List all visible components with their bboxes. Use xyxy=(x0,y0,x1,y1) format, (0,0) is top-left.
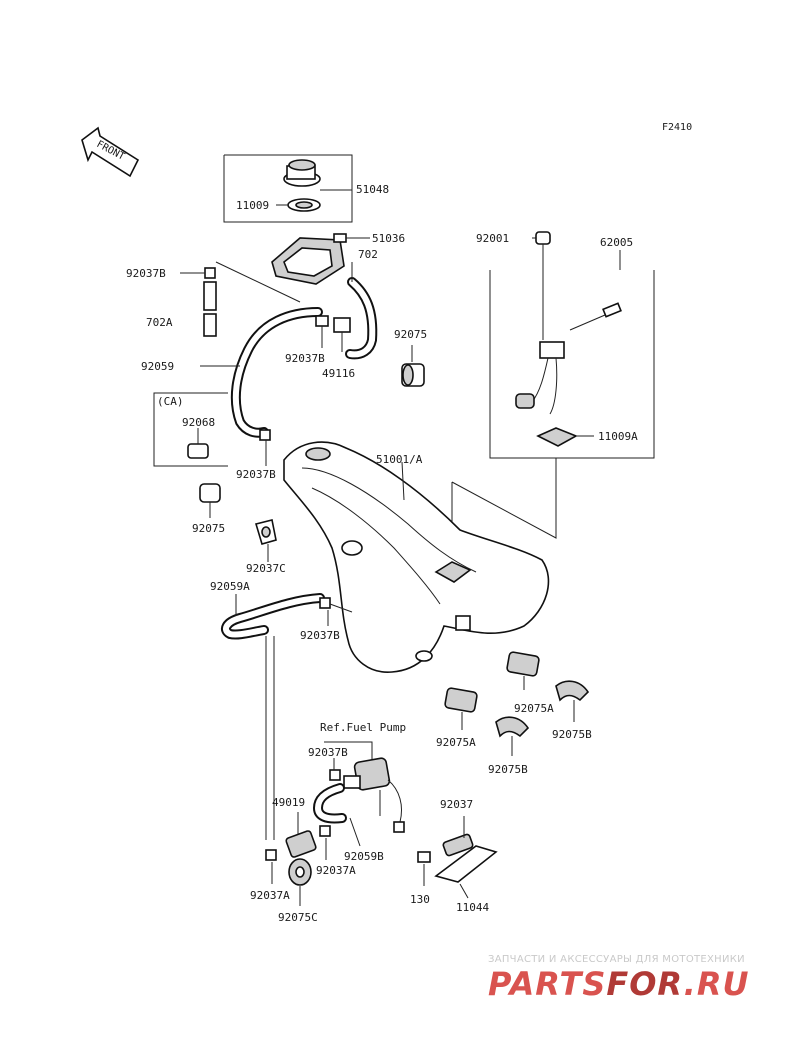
label-92037C: 92037C xyxy=(246,562,286,575)
label-92037A-a: 92037A xyxy=(316,864,356,877)
clip-92037A-filter xyxy=(319,825,331,860)
label-702: 702 xyxy=(358,248,378,261)
clip-92037B-top xyxy=(180,267,216,279)
label-92037B-a: 92037B xyxy=(126,267,166,280)
label-92075-a: 92075 xyxy=(394,328,427,341)
label-130: 130 xyxy=(410,893,430,906)
label-51036: 51036 xyxy=(372,232,405,245)
label-11009A: 11009A xyxy=(598,430,638,443)
label-11044: 11044 xyxy=(456,901,489,914)
clip-92037B-tank xyxy=(259,429,271,466)
damper-92075A-left xyxy=(444,687,478,730)
figure-code: F2410 xyxy=(662,122,692,133)
grommet-92075-top xyxy=(401,345,425,387)
label-92075-b: 92075 xyxy=(192,522,225,535)
fuel-pump-ref-group xyxy=(324,741,405,833)
label-92075A-b: 92075A xyxy=(436,736,476,749)
hose-702A xyxy=(203,281,217,337)
damper-92075B-left xyxy=(495,716,530,756)
label-92059: 92059 xyxy=(141,360,174,373)
label-92037B-c: 92037B xyxy=(236,468,276,481)
label-49019: 49019 xyxy=(272,796,305,809)
fuel-sender-group xyxy=(489,231,655,459)
hose-92059B xyxy=(313,783,361,847)
joint-49116 xyxy=(315,315,351,352)
label-92075B-b: 92075B xyxy=(488,763,528,776)
bracket-11044 xyxy=(417,816,498,899)
sender-float xyxy=(515,393,535,409)
sender-cap-92001 xyxy=(535,231,551,245)
clip-92037C xyxy=(254,519,277,562)
label-92059B: 92059B xyxy=(344,850,384,863)
breather-hose-702 xyxy=(345,262,378,360)
label-92037B-b: 92037B xyxy=(285,352,325,365)
drain-hose-92059A xyxy=(220,593,325,640)
label-92068: 92068 xyxy=(182,416,215,429)
grommet-92075-mid xyxy=(199,483,221,518)
variant-label-ca: (CA) xyxy=(157,395,184,408)
gasket-11009A xyxy=(536,427,578,447)
label-62005: 62005 xyxy=(600,236,633,249)
fuel-tank-51001A xyxy=(283,441,550,673)
label-92037B-d: 92037B xyxy=(300,629,340,642)
fuel-sender-unit xyxy=(539,341,565,359)
cap-assembly-group xyxy=(223,154,353,223)
watermark-brand: PARTSFOR.RU xyxy=(488,965,749,1003)
label-51001A: 51001/A xyxy=(376,453,423,466)
bolt-130 xyxy=(417,851,431,863)
clip-92037A-lower xyxy=(265,849,277,884)
clip-92037B-drain xyxy=(319,597,353,626)
label-92037A-b: 92037A xyxy=(250,889,290,902)
filler-bracket-51036 xyxy=(271,233,370,285)
ca-variant-box xyxy=(153,392,228,467)
watermark-tagline: ЗАПЧАСТИ И АКСЕССУАРЫ ДЛЯ МОТОТЕХНИКИ xyxy=(488,954,745,965)
grommet-92068 xyxy=(187,443,209,459)
fuel-filter-49019 xyxy=(285,812,317,858)
label-92075B-a: 92075B xyxy=(552,728,592,741)
grommet-92075C xyxy=(288,858,312,906)
label-92037B-e: 92037B xyxy=(308,746,348,759)
front-arrow-icon: FRONT xyxy=(81,126,140,178)
breather-hose-92059 xyxy=(200,307,323,438)
damper-92075B-right xyxy=(555,680,590,722)
label-92059A: 92059A xyxy=(210,580,250,593)
watermark-logo: ЗАПЧАСТИ И АКСЕССУАРЫ ДЛЯ МОТОТЕХНИКИ PA… xyxy=(488,954,749,1003)
clip-92037 xyxy=(442,833,474,857)
damper-92075A-right xyxy=(506,651,540,690)
label-51048: 51048 xyxy=(356,183,389,196)
label-92037: 92037 xyxy=(440,798,473,811)
fuel-pump-ref-label: Ref.Fuel Pump xyxy=(320,721,406,734)
label-92075C: 92075C xyxy=(278,911,318,924)
clip-92037B-pump xyxy=(329,758,341,781)
label-92075A-a: 92075A xyxy=(514,702,554,715)
label-92001: 92001 xyxy=(476,232,509,245)
label-702A: 702A xyxy=(146,316,173,329)
label-11009: 11009 xyxy=(236,199,269,212)
label-49116: 49116 xyxy=(322,367,355,380)
